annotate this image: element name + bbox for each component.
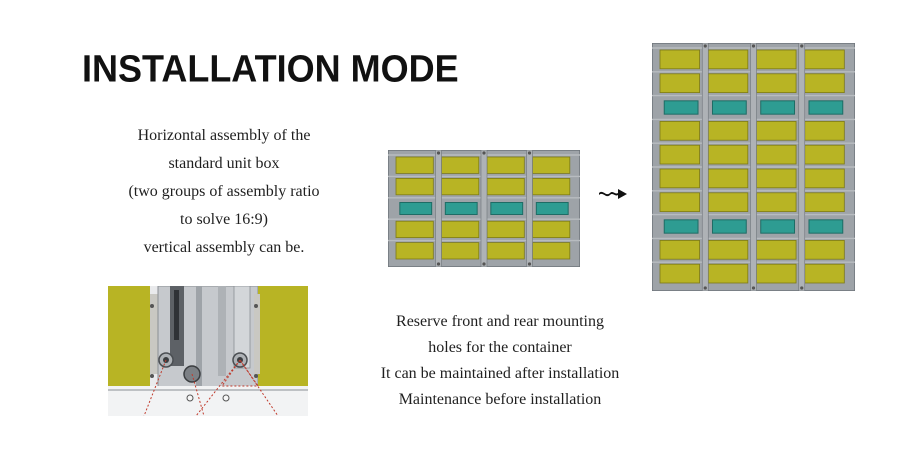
- mounting-hole-detail-illustration: [108, 286, 308, 416]
- description-line: Reserve front and rear mounting: [396, 313, 604, 330]
- led-module: [532, 220, 571, 238]
- led-module: [659, 49, 700, 70]
- screw: [482, 151, 486, 155]
- frame-column: [750, 43, 757, 291]
- arrow-right-icon: [599, 189, 627, 199]
- led-module: [659, 239, 700, 260]
- frame-column: [526, 150, 533, 267]
- led-module: [756, 168, 797, 189]
- led-module: [707, 121, 749, 141]
- led-module: [707, 73, 749, 93]
- frame-column: [798, 43, 806, 291]
- receiver-card: [711, 100, 747, 115]
- led-module: [659, 73, 700, 93]
- led-module: [756, 192, 797, 213]
- led-module: [804, 73, 845, 93]
- receiver-card: [399, 202, 433, 215]
- led-module: [659, 168, 700, 189]
- page-title: INSTALLATION MODE: [82, 46, 459, 90]
- led-module: [756, 121, 797, 141]
- description-line: Horizontal assembly of the: [137, 127, 311, 144]
- receiver-card: [808, 219, 844, 234]
- led-module: [804, 239, 845, 260]
- led-module: [486, 177, 525, 196]
- description-line: vertical assembly can be.: [143, 239, 305, 256]
- led-module: [395, 242, 434, 260]
- led-module: [804, 121, 845, 141]
- led-module: [441, 220, 480, 238]
- led-module: [804, 263, 845, 284]
- description-line: to solve 16:9): [180, 211, 268, 228]
- led-module: [395, 220, 434, 238]
- description-line: standard unit box: [168, 155, 280, 172]
- led-module: [441, 177, 480, 196]
- screw: [527, 151, 532, 155]
- screw: [703, 44, 707, 48]
- horizontal-cabinet-illustration: [388, 150, 580, 267]
- screw: [482, 262, 486, 266]
- description-line: holes for the container: [428, 339, 572, 356]
- led-module: [659, 144, 700, 165]
- receiver-card: [444, 202, 478, 215]
- led-module: [804, 192, 845, 213]
- led-module: [756, 49, 797, 70]
- led-module: [707, 168, 749, 189]
- led-module: [395, 156, 434, 174]
- led-module: [707, 144, 749, 165]
- led-module: [486, 220, 525, 238]
- receiver-card: [760, 100, 796, 115]
- led-module: [756, 239, 797, 260]
- mounting-holes-description: Reserve front and rear mounting holes fo…: [348, 309, 652, 413]
- receiver-card: [490, 202, 524, 215]
- led-module: [441, 156, 480, 174]
- frame-column: [435, 150, 442, 267]
- screw: [800, 286, 804, 290]
- horizontal-assembly-description: Horizontal assembly of the standard unit…: [108, 122, 340, 262]
- led-module: [659, 121, 700, 141]
- frame-column: [480, 150, 488, 267]
- led-module: [707, 192, 749, 213]
- led-module: [441, 242, 480, 260]
- screw: [751, 44, 756, 48]
- description-line: It can be maintained after installation: [380, 365, 620, 382]
- frame-column: [701, 43, 709, 291]
- screw: [800, 44, 804, 48]
- description-line: (two groups of assembly ratio: [128, 183, 320, 200]
- screw: [703, 286, 707, 290]
- led-module: [395, 177, 434, 196]
- receiver-card: [663, 100, 699, 115]
- led-module: [486, 156, 525, 174]
- led-module: [532, 177, 571, 196]
- receiver-card: [535, 202, 569, 215]
- screw: [436, 151, 441, 155]
- led-module: [756, 73, 797, 93]
- receiver-card: [808, 100, 844, 115]
- led-module: [804, 144, 845, 165]
- led-module: [804, 49, 845, 70]
- led-module: [707, 263, 749, 284]
- receiver-card: [711, 219, 747, 234]
- led-module: [707, 239, 749, 260]
- screw: [436, 262, 441, 266]
- screw: [527, 262, 532, 266]
- led-module: [486, 242, 525, 260]
- vertical-cabinet-illustration: [652, 43, 855, 291]
- led-module: [532, 156, 571, 174]
- led-module: [659, 263, 700, 284]
- led-module: [532, 242, 571, 260]
- led-module: [804, 168, 845, 189]
- description-line: Maintenance before installation: [398, 391, 602, 408]
- led-module: [756, 263, 797, 284]
- receiver-card: [760, 219, 796, 234]
- receiver-card: [663, 219, 699, 234]
- led-module: [756, 144, 797, 165]
- screw: [751, 286, 756, 290]
- led-module: [707, 49, 749, 70]
- led-module: [659, 192, 700, 213]
